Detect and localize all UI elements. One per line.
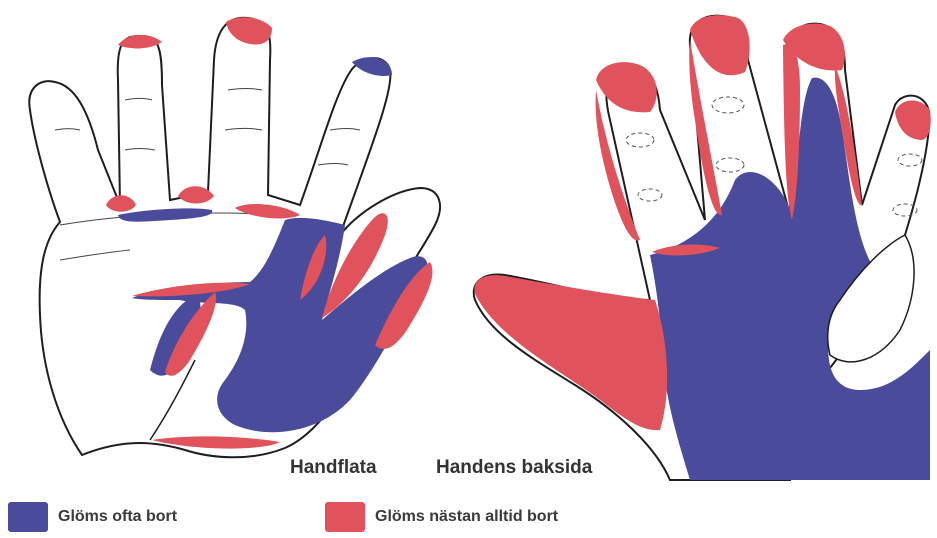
legend-item-almost-always-forgotten: Glöms nästan alltid bort (325, 502, 558, 532)
legend-item-often-forgotten: Glöms ofta bort (8, 502, 177, 532)
back-hand (474, 15, 931, 480)
legend-label-often: Glöms ofta bort (58, 508, 177, 526)
legend-swatch-almost-always (325, 502, 365, 532)
back-of-hand-label: Handens baksida (436, 457, 592, 479)
legend-swatch-often (8, 502, 48, 532)
palm-label: Handflata (290, 457, 377, 479)
palm-hand (29, 17, 440, 457)
legend-label-almost-always: Glöms nästan alltid bort (375, 508, 558, 526)
